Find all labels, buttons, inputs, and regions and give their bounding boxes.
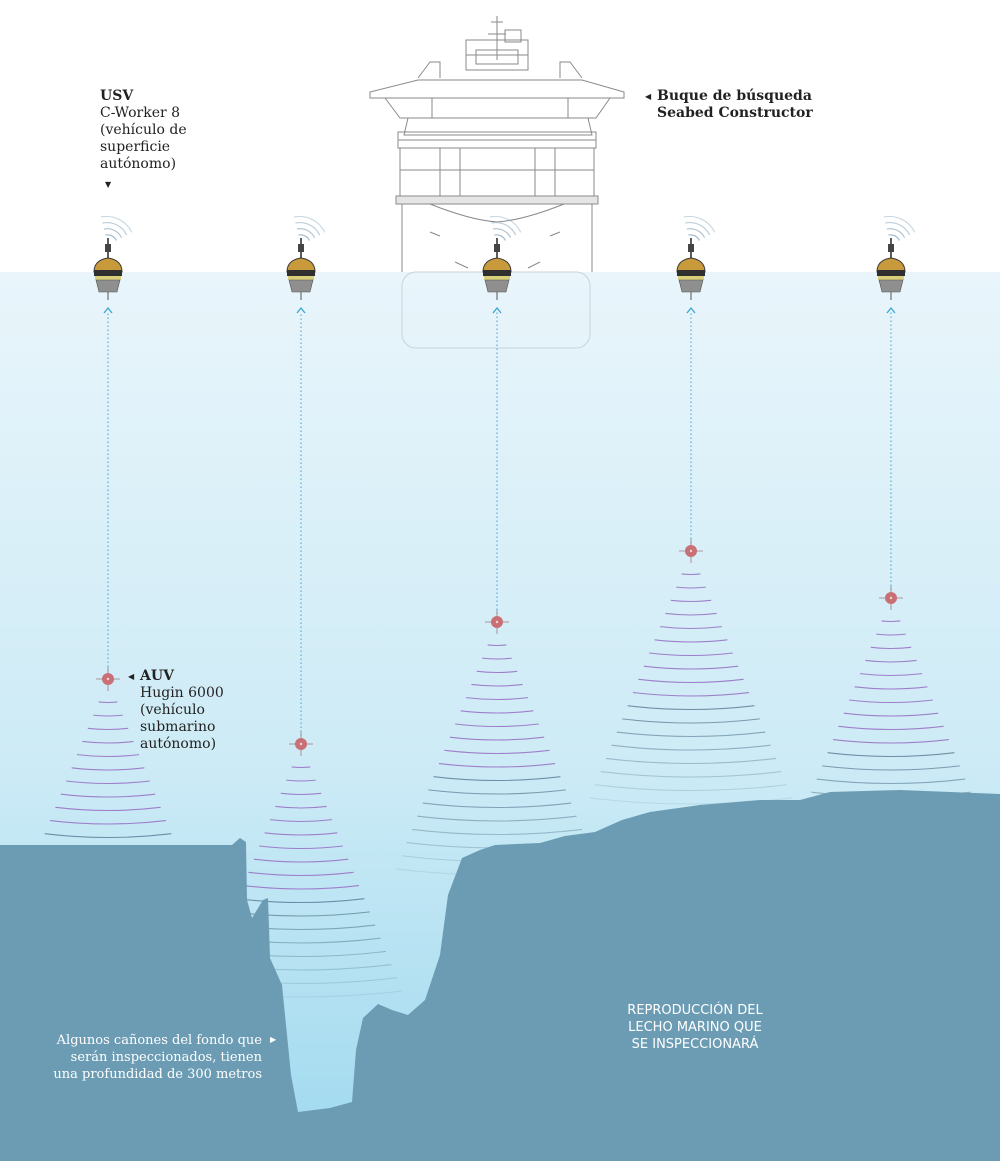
units-layer	[93, 215, 916, 756]
auv-pointer-icon: ◀	[128, 672, 135, 681]
usv-label-line1: C-Worker 8	[100, 105, 181, 121]
auv-icon	[485, 610, 509, 634]
seabed-label-line3: SE INSPECCIONARÁ	[631, 1037, 759, 1052]
unit-4	[676, 215, 716, 563]
canyon-label-line3: una profundidad de 300 metros	[53, 1067, 262, 1082]
ship-label-line1: Buque de búsqueda	[657, 88, 812, 104]
wifi-signal-icon	[883, 215, 916, 241]
unit-3	[482, 215, 522, 634]
signal-arrow-icon	[296, 306, 306, 314]
usv-icon	[482, 238, 512, 300]
auv-label-line2: (vehículo	[140, 702, 205, 718]
seabed-label: REPRODUCCIÓN DEL LECHO MARINO QUE SE INS…	[590, 1002, 800, 1053]
auv-label-line3: submarino	[140, 719, 216, 735]
wifi-signal-icon	[293, 215, 326, 241]
canyon-label-line2: serán inspeccionados, tienen	[70, 1050, 262, 1065]
auv-icon	[289, 732, 313, 756]
unit-5	[876, 215, 916, 610]
usv-icon	[286, 238, 316, 300]
ship-icon	[369, 16, 625, 272]
canyon-pointer-icon: ▶	[270, 1035, 277, 1044]
ship-label-line2: Seabed Constructor	[657, 105, 813, 121]
seabed-label-line1: REPRODUCCIÓN DEL	[627, 1003, 763, 1018]
seabed	[0, 790, 1000, 1161]
wifi-signal-icon	[489, 215, 522, 241]
usv-pointer-icon: ▼	[105, 180, 112, 189]
auv-icon	[879, 586, 903, 610]
canyon-label-line1: Algunos cañones del fondo que	[56, 1033, 262, 1048]
seabed-label-line2: LECHO MARINO QUE	[628, 1020, 762, 1035]
usv-label-title: USV	[100, 88, 134, 104]
usv-label: USV C-Worker 8 (vehículo de superficie a…	[100, 88, 187, 173]
signal-arrow-icon	[886, 306, 896, 314]
usv-icon	[876, 238, 906, 300]
auv-label-line4: autónomo)	[140, 736, 217, 752]
usv-label-line4: autónomo)	[100, 156, 177, 172]
signal-arrow-icon	[686, 306, 696, 314]
usv-label-line2: (vehículo de	[100, 122, 187, 138]
auv-label-title: AUV	[140, 668, 174, 684]
usv-icon	[676, 238, 706, 300]
wifi-signal-icon	[683, 215, 716, 241]
ship-label: Buque de búsqueda Seabed Constructor	[657, 88, 813, 122]
auv-icon	[679, 539, 703, 563]
unit-1	[93, 215, 133, 691]
signal-arrow-icon	[492, 306, 502, 314]
wifi-signal-icon	[100, 215, 133, 241]
auv-label: AUV Hugin 6000 (vehículo submarino autón…	[140, 668, 224, 753]
usv-icon	[93, 238, 123, 300]
unit-2	[286, 215, 326, 756]
signal-arrow-icon	[103, 306, 113, 314]
sonar-cone-icon	[589, 573, 793, 805]
ship-pointer-icon: ◀	[645, 92, 652, 101]
usv-label-line3: superficie	[100, 139, 171, 155]
auv-label-line1: Hugin 6000	[140, 685, 224, 701]
auv-icon	[96, 667, 120, 691]
canyon-label: Algunos cañones del fondo que serán insp…	[40, 1032, 262, 1083]
